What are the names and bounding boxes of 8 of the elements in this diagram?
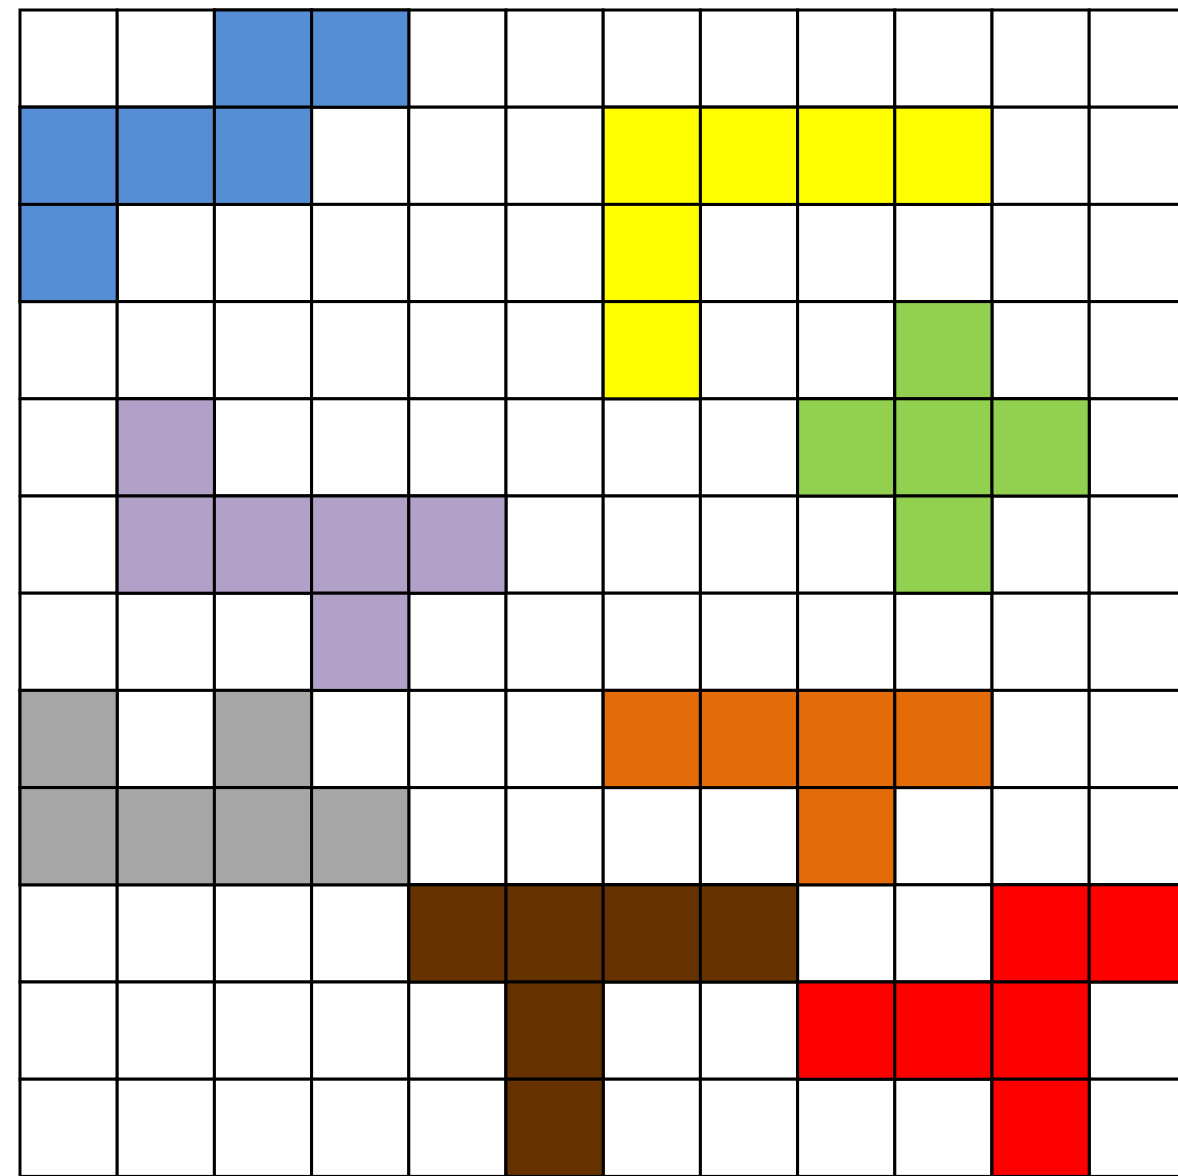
colored-block	[115, 397, 508, 692]
colored-block	[18, 688, 411, 887]
colored-block	[601, 688, 994, 887]
colored-block	[18, 8, 411, 304]
colored-block	[796, 300, 1091, 595]
colored-block	[601, 105, 994, 401]
colored-block	[796, 883, 1178, 1176]
colored-block	[407, 883, 800, 1176]
